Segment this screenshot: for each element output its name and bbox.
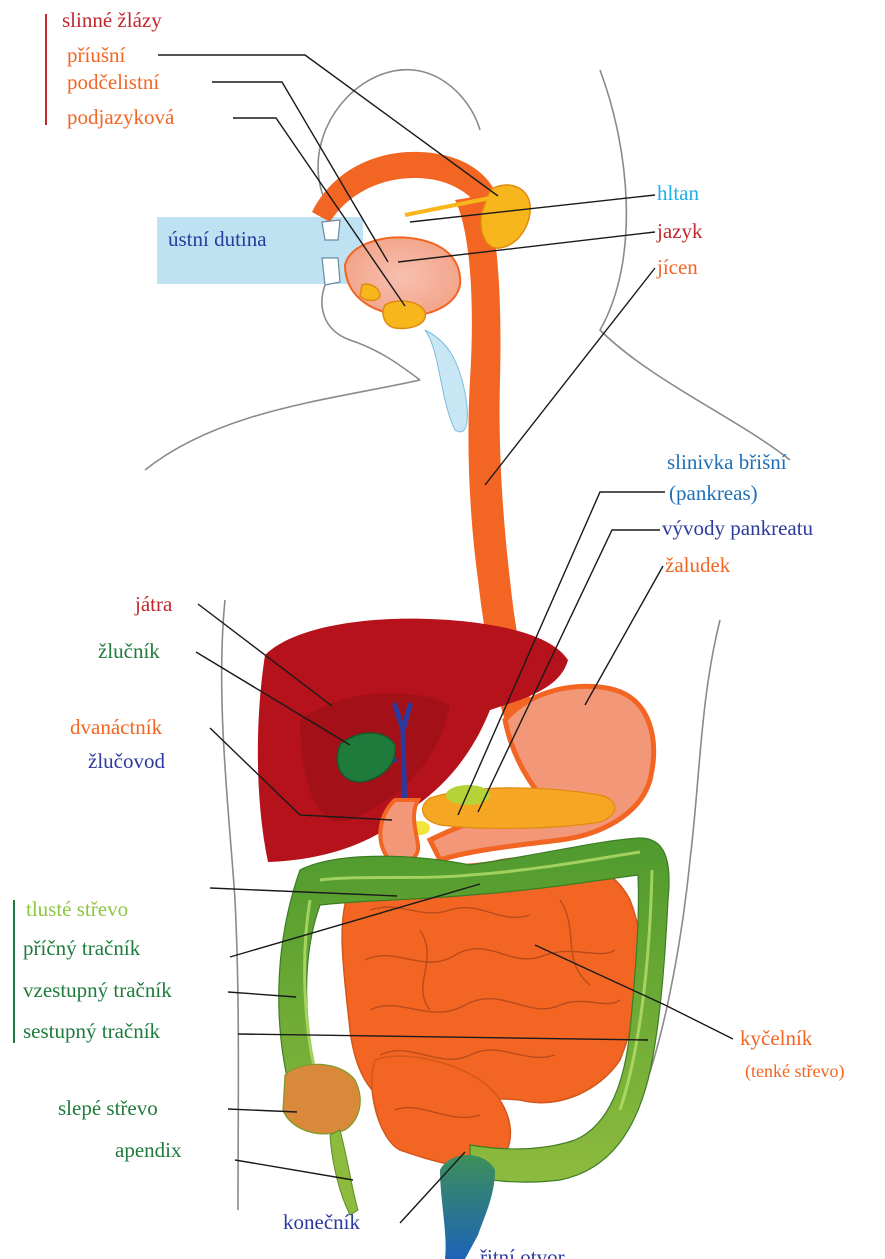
label-jatra: játra	[134, 592, 173, 616]
label-dvanactnik: dvanáctník	[70, 715, 163, 739]
label-zlucovod: žlučovod	[88, 749, 165, 773]
label-slepe-strevo: slepé střevo	[58, 1096, 158, 1120]
duodenum	[380, 800, 418, 864]
label-podjazykova: podjazyková	[67, 105, 175, 129]
label-jazyk: jazyk	[656, 219, 703, 243]
label-slinivka-brisni: slinivka břišní	[667, 450, 787, 474]
trachea	[425, 330, 467, 432]
label-priusni: příušní	[67, 43, 126, 67]
label-zlucnik: žlučník	[98, 639, 160, 663]
label-kycelnik: kyčelník	[740, 1026, 813, 1050]
label-vzestupny-tracnik: vzestupný tračník	[23, 978, 172, 1002]
label-ustni-dutina: ústní dutina	[168, 227, 267, 251]
label-tluste-strevo: tlusté střevo	[26, 897, 128, 921]
label-vyvody-pankreatu: vývody pankreatu	[662, 516, 814, 540]
label-zaludek: žaludek	[665, 553, 731, 577]
label-ritni-otvor: řitní otvor	[480, 1245, 565, 1259]
label-pricny-tracnik: příčný tračník	[23, 936, 141, 960]
label-hltan: hltan	[657, 181, 699, 205]
appendix	[330, 1130, 358, 1215]
label-sestupny-tracnik: sestupný tračník	[23, 1019, 161, 1043]
label-jicen: jícen	[656, 255, 698, 279]
label-tenke-strevo: (tenké střevo)	[745, 1061, 844, 1082]
cecum	[283, 1064, 360, 1134]
label-pankreas: (pankreas)	[669, 481, 758, 505]
small-intestine	[342, 856, 641, 1166]
label-konecnik: konečník	[283, 1210, 360, 1234]
label-podcelistni: podčelistní	[67, 70, 159, 94]
label-slinne-zlazy: slinné žlázy	[62, 8, 162, 32]
label-apendix: apendix	[115, 1138, 182, 1162]
parotid-gland	[481, 185, 530, 248]
